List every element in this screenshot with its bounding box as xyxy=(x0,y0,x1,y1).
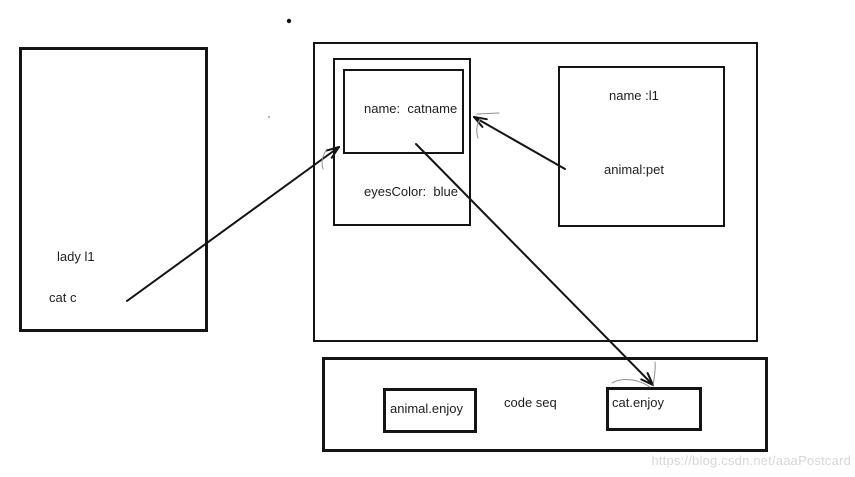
cat-object-box xyxy=(333,58,471,226)
lady-variable-label: lady l1 xyxy=(57,249,95,264)
cat-eyescolor-field: eyesColor: blue xyxy=(364,184,458,199)
faint-dot xyxy=(267,115,271,119)
animal-method-box xyxy=(383,388,477,433)
cat-method-box xyxy=(606,387,702,431)
watermark-text: https://blog.csdn.net/aaaPostcard xyxy=(651,453,851,468)
cat-method-label: cat.enjoy xyxy=(612,395,665,410)
code-segment-label: code seq xyxy=(504,395,557,410)
lady-name-field: name :l1 xyxy=(609,88,659,103)
cat-name-field: name: catname xyxy=(364,101,458,116)
lady-animal-field: animal:pet xyxy=(604,162,664,177)
animal-method-label: animal.enjoy xyxy=(390,401,463,416)
stack-box xyxy=(19,47,208,332)
cat-name-box xyxy=(343,69,464,154)
cat-variable-label: cat c xyxy=(49,290,77,305)
stray-dot xyxy=(286,18,292,24)
